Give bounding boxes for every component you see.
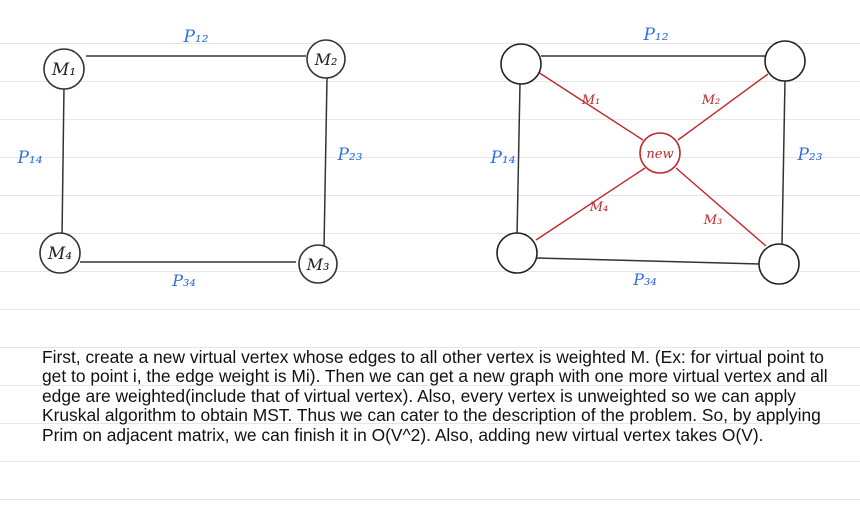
left-vertex-3 xyxy=(298,244,338,284)
virtual-edge-m1 xyxy=(537,71,644,141)
left-vertex-label-2: M₂ xyxy=(314,50,338,69)
right-edge-label-p12: P₁₂ xyxy=(642,25,668,45)
left-edge-label-p34: P₃₄ xyxy=(171,271,196,290)
left-edge-label-p23: P₂₃ xyxy=(336,145,362,165)
virtual-edge-m3 xyxy=(675,167,767,247)
right-edge-label-p34: P₃₄ xyxy=(632,270,657,289)
right-vertex-1 xyxy=(500,43,542,85)
right-edge-bottom xyxy=(535,257,761,265)
right-edge-label-p23: P₂₃ xyxy=(796,145,822,165)
right-graph: new M₁ M₂ M₃ M₄ P₁₂ P₂₃ P₃₄ P₁₄ xyxy=(489,25,822,289)
virtual-edge-m4 xyxy=(535,167,646,241)
virtual-vertex-label: new xyxy=(646,147,673,162)
graph-diagrams: M₁ M₂ M₃ M₄ P₁₂ P₂₃ P₃₄ P₁₄ new M₁ M₂ M₃… xyxy=(16,25,822,290)
right-edge-label-p14: P₁₄ xyxy=(489,148,515,168)
left-edge-label-p14: P₁₄ xyxy=(16,148,42,168)
right-edge-right xyxy=(781,79,786,245)
right-edge-left xyxy=(516,82,521,238)
virtual-edge-label-m2: M₂ xyxy=(701,93,721,108)
right-vertex-4 xyxy=(496,232,538,274)
virtual-edge-label-m1: M₁ xyxy=(581,93,601,108)
left-edge-label-p12: P₁₂ xyxy=(182,27,208,47)
left-vertex-label-1: M₁ xyxy=(51,60,76,80)
left-graph: M₁ M₂ M₃ M₄ P₁₂ P₂₃ P₃₄ P₁₄ xyxy=(16,27,362,290)
left-vertex-4 xyxy=(39,232,81,274)
virtual-edge-label-m4: M₄ xyxy=(589,200,609,215)
right-vertex-2 xyxy=(764,40,806,82)
virtual-vertex xyxy=(639,132,681,174)
left-vertex-2 xyxy=(306,39,346,79)
virtual-edge-label-m3: M₃ xyxy=(703,213,723,228)
left-vertex-label-4: M₄ xyxy=(47,244,72,264)
right-vertex-3 xyxy=(758,243,800,285)
left-vertex-label-3: M₃ xyxy=(306,255,330,274)
virtual-edge-m2 xyxy=(677,73,769,141)
left-edge-left xyxy=(61,85,65,239)
left-vertex-1 xyxy=(43,48,85,90)
left-edge-right xyxy=(323,77,328,249)
explanation-text: First, create a new virtual vertex whose… xyxy=(42,347,828,445)
